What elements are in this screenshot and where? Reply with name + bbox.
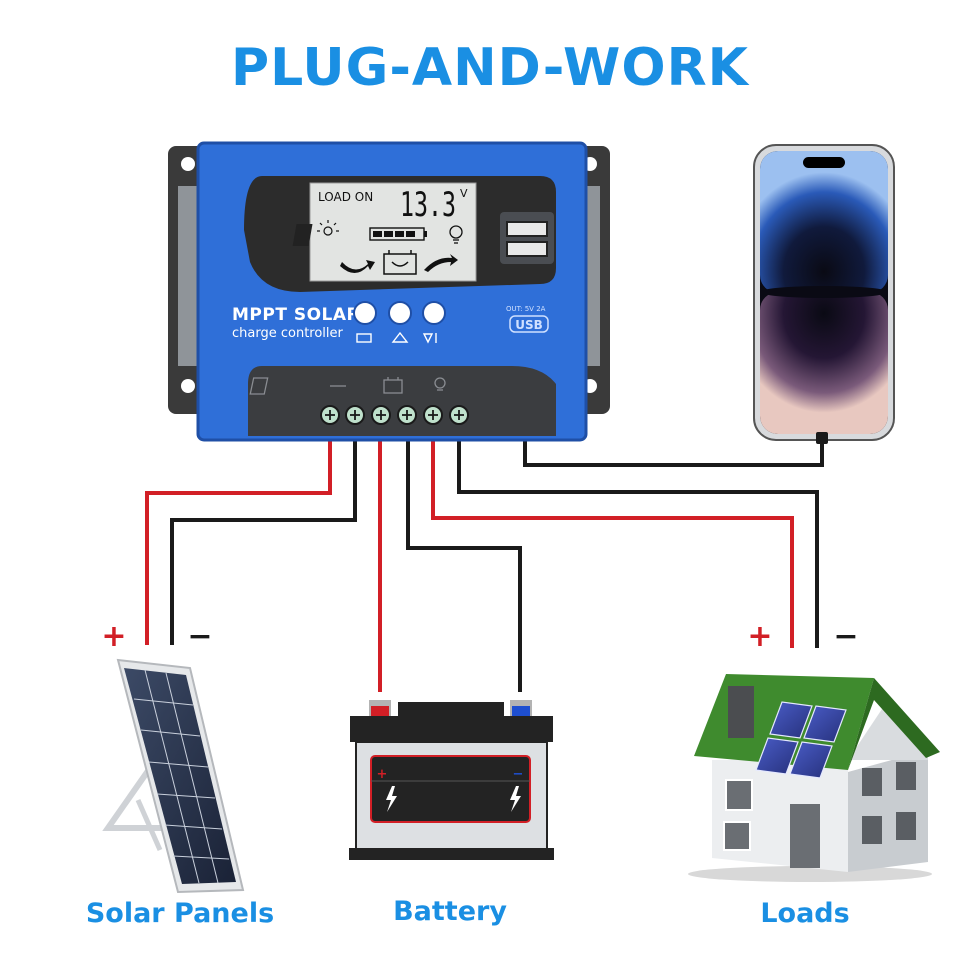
loads-positive-mark: +: [747, 619, 772, 654]
usb-output-rating: OUT: 5V 2A: [506, 305, 546, 313]
phone-wallpaper-bottom: [760, 292, 888, 434]
control-button-2[interactable]: [388, 301, 412, 325]
wire-solar-positive: [145, 425, 332, 645]
phone-dynamic-island: [803, 157, 845, 168]
terminal-battery-icon: [383, 377, 403, 394]
screw-terminals: [320, 405, 469, 425]
wire-battery-negative: [406, 425, 522, 692]
battery-lid: [350, 716, 553, 742]
house-chimney: [728, 686, 754, 738]
lcd-bulb-icon: [449, 225, 463, 244]
lcd-status: LOAD ON: [318, 190, 373, 204]
battery-post-positive-cap: [371, 706, 389, 716]
set-icon: [422, 333, 437, 344]
lightning-icon: [386, 786, 397, 812]
controller-subtitle: charge controller: [232, 326, 344, 341]
phone-wallpaper-band: [760, 286, 888, 298]
usb-logo: USB: [515, 318, 543, 332]
up-icon: [391, 331, 409, 343]
mount-hole: [181, 379, 195, 393]
house-window: [862, 768, 882, 796]
house-shadow: [688, 866, 932, 882]
battery-lid-top: [398, 702, 504, 718]
solar-negative-mark: −: [187, 619, 212, 654]
panel-grid: [133, 669, 230, 884]
lightning-icon: [510, 786, 521, 812]
controller-brand: MPPT SOLAR: [232, 305, 360, 325]
house-window: [896, 762, 916, 790]
charge-controller: LOAD ON 13.3 V: [168, 141, 610, 442]
house: [688, 674, 940, 882]
terminal-block: [248, 366, 556, 436]
usb-port[interactable]: [506, 221, 548, 237]
house-roof-edge: [848, 678, 940, 770]
wire-solar-negative: [170, 425, 357, 645]
terminal-bulb-icon: [434, 377, 446, 391]
smartphone: [753, 144, 895, 444]
usb-port[interactable]: [506, 241, 548, 257]
battery-post-negative-cap: [512, 706, 530, 716]
usb-logo-frame: [509, 315, 549, 333]
lcd-battery-level-icon: [369, 227, 427, 241]
car-battery: + −: [349, 700, 554, 860]
lcd-battery-icon: [383, 250, 417, 275]
battery-label-negative: −: [513, 767, 524, 782]
roof-solar-panels: [755, 701, 847, 779]
label-loads: Loads: [760, 898, 850, 929]
lcd-voltage: 13.3: [400, 185, 456, 225]
house-window: [723, 821, 751, 851]
button-symbols: [356, 331, 437, 344]
polarity-marks: + − + −: [101, 619, 858, 654]
loads-negative-mark: −: [833, 619, 858, 654]
lcd-sun-icon: [317, 220, 339, 236]
phone-connector: [816, 432, 828, 444]
house-wall-front: [712, 760, 848, 872]
label-battery: Battery: [393, 896, 507, 927]
lcd-unit: V: [460, 187, 468, 200]
wire-load-positive: [431, 425, 794, 648]
control-button-3[interactable]: [422, 301, 446, 325]
solar-panel: [102, 658, 245, 894]
wire-load-negative: [457, 425, 819, 648]
label-solar-panels: Solar Panels: [85, 898, 275, 929]
lcd-arrow-icon: [424, 254, 458, 272]
page-title: PLUG-AND-WORK: [231, 38, 749, 98]
return-icon: [356, 333, 372, 343]
house-window: [896, 812, 916, 840]
battery-label-positive: +: [377, 767, 388, 782]
lcd-panel-icon: [292, 224, 313, 246]
terminal-panel-icon: [249, 377, 346, 395]
house-window: [725, 779, 753, 811]
panel-stand: [135, 798, 163, 852]
panel-cells: [124, 668, 236, 884]
mount-hole: [181, 157, 195, 171]
lcd-arrow-icon: [340, 260, 375, 273]
house-door: [790, 804, 820, 868]
house-window: [862, 816, 882, 844]
wires: [145, 225, 824, 692]
house-gable: [848, 700, 928, 760]
battery-label: [370, 755, 531, 823]
battery-base: [349, 848, 554, 860]
control-button-1[interactable]: [353, 301, 377, 325]
solar-positive-mark: +: [101, 619, 126, 654]
phone-wallpaper-top: [760, 151, 888, 293]
